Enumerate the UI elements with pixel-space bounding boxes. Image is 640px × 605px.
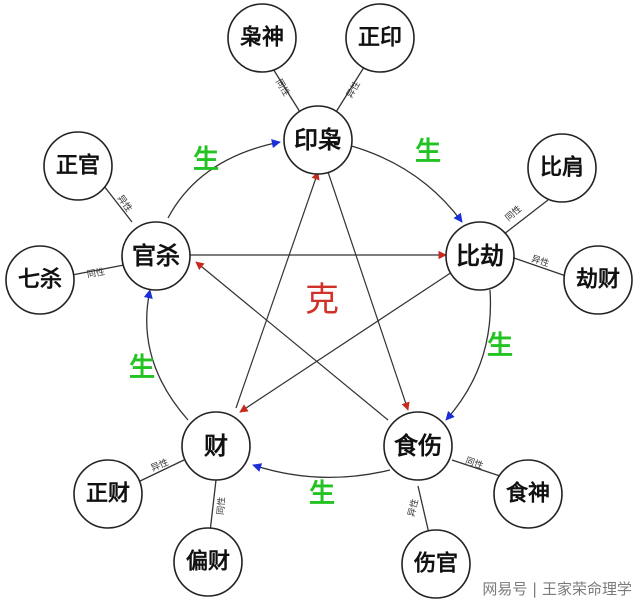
subnode-zhengyin: 正印 bbox=[345, 3, 415, 73]
sheng-label-right: 生 bbox=[487, 331, 513, 361]
svg-text:官杀: 官杀 bbox=[132, 242, 180, 270]
spoke-zhengguan bbox=[103, 185, 133, 223]
spoke-xiaoshen bbox=[269, 63, 301, 113]
svg-text:正财: 正财 bbox=[86, 482, 130, 507]
subnode-shishen: 食神 bbox=[493, 459, 563, 529]
svg-text:印枭: 印枭 bbox=[294, 126, 342, 154]
ke-label-center: 克 bbox=[305, 280, 339, 320]
subnode-xiaoshen: 枭神 bbox=[227, 3, 297, 73]
svg-text:食伤: 食伤 bbox=[394, 432, 442, 460]
sheng-label-left: 生 bbox=[129, 353, 155, 383]
node-guansha: 官杀 bbox=[121, 221, 191, 291]
link-label-jiecai: 异性 bbox=[530, 253, 551, 270]
sheng-label-top-left: 生 bbox=[193, 145, 219, 175]
ke-line-shishang-to-guansha bbox=[195, 261, 389, 421]
watermark: 网易号 | 王家荣命理学 bbox=[482, 580, 632, 598]
spoke-zhengyin bbox=[335, 63, 367, 113]
svg-text:食神: 食神 bbox=[506, 481, 550, 507]
ke-line-yinxiao-to-shishang bbox=[327, 171, 410, 411]
subnode-piancai: 偏财 bbox=[173, 527, 243, 597]
sheng-arc-bijie-to-shishang bbox=[445, 289, 492, 421]
spoke-piancai bbox=[209, 479, 217, 533]
spoke-zhengcai bbox=[137, 459, 185, 483]
node-yinxiao: 印枭 bbox=[283, 105, 353, 175]
svg-text:劫财: 劫财 bbox=[576, 267, 620, 293]
subnode-zhengguan: 正官 bbox=[43, 131, 113, 201]
link-label-zhengguan: 异性 bbox=[115, 193, 135, 215]
subnode-qisha: 七杀 bbox=[5, 245, 75, 315]
svg-text:比肩: 比肩 bbox=[540, 155, 584, 181]
link-label-shishen: 同性 bbox=[464, 454, 485, 471]
node-shishang: 食伤 bbox=[383, 411, 453, 481]
spoke-qisha bbox=[71, 264, 125, 276]
sheng-arc-yinxiao-to-bijie bbox=[347, 144, 463, 223]
sheng-arc-guansha-to-yinxiao bbox=[167, 139, 281, 219]
sheng-label-bottom: 生 bbox=[309, 479, 335, 509]
svg-text:正官: 正官 bbox=[56, 153, 100, 179]
link-label-zhengyin: 异性 bbox=[343, 79, 362, 101]
svg-text:正印: 正印 bbox=[358, 26, 402, 51]
subnode-zhengcai: 正财 bbox=[73, 459, 143, 529]
ke-line-bijie-to-cai bbox=[239, 271, 453, 413]
node-cai: 财 bbox=[181, 411, 251, 481]
svg-text:比劫: 比劫 bbox=[456, 242, 504, 270]
spoke-shishen bbox=[451, 459, 501, 477]
subnode-shangguan: 伤官 bbox=[401, 529, 471, 599]
subnode-jiecai: 劫财 bbox=[563, 245, 633, 315]
sheng-arc-cai-to-guansha bbox=[143, 289, 189, 421]
link-label-qisha: 同性 bbox=[86, 266, 106, 281]
svg-text:枭神: 枭神 bbox=[239, 25, 284, 51]
spoke-jiecai bbox=[513, 257, 567, 277]
spoke-shangguan bbox=[417, 485, 431, 539]
node-bijie: 比劫 bbox=[445, 221, 515, 291]
sheng-label-top-right: 生 bbox=[415, 137, 441, 167]
spoke-bijian bbox=[503, 199, 549, 235]
svg-text:七杀: 七杀 bbox=[18, 267, 62, 293]
ke-line-cai-to-yinxiao bbox=[235, 171, 320, 409]
link-label-shangguan: 异性 bbox=[405, 497, 421, 518]
link-label-zhengcai: 异性 bbox=[149, 456, 170, 474]
svg-text:偏财: 偏财 bbox=[186, 549, 230, 575]
sheng-arc-shishang-to-cai bbox=[252, 463, 391, 479]
subnode-bijian: 比肩 bbox=[527, 133, 597, 203]
svg-text:财: 财 bbox=[204, 432, 228, 460]
link-label-piancai: 同性 bbox=[214, 496, 228, 515]
svg-text:伤官: 伤官 bbox=[413, 551, 458, 577]
